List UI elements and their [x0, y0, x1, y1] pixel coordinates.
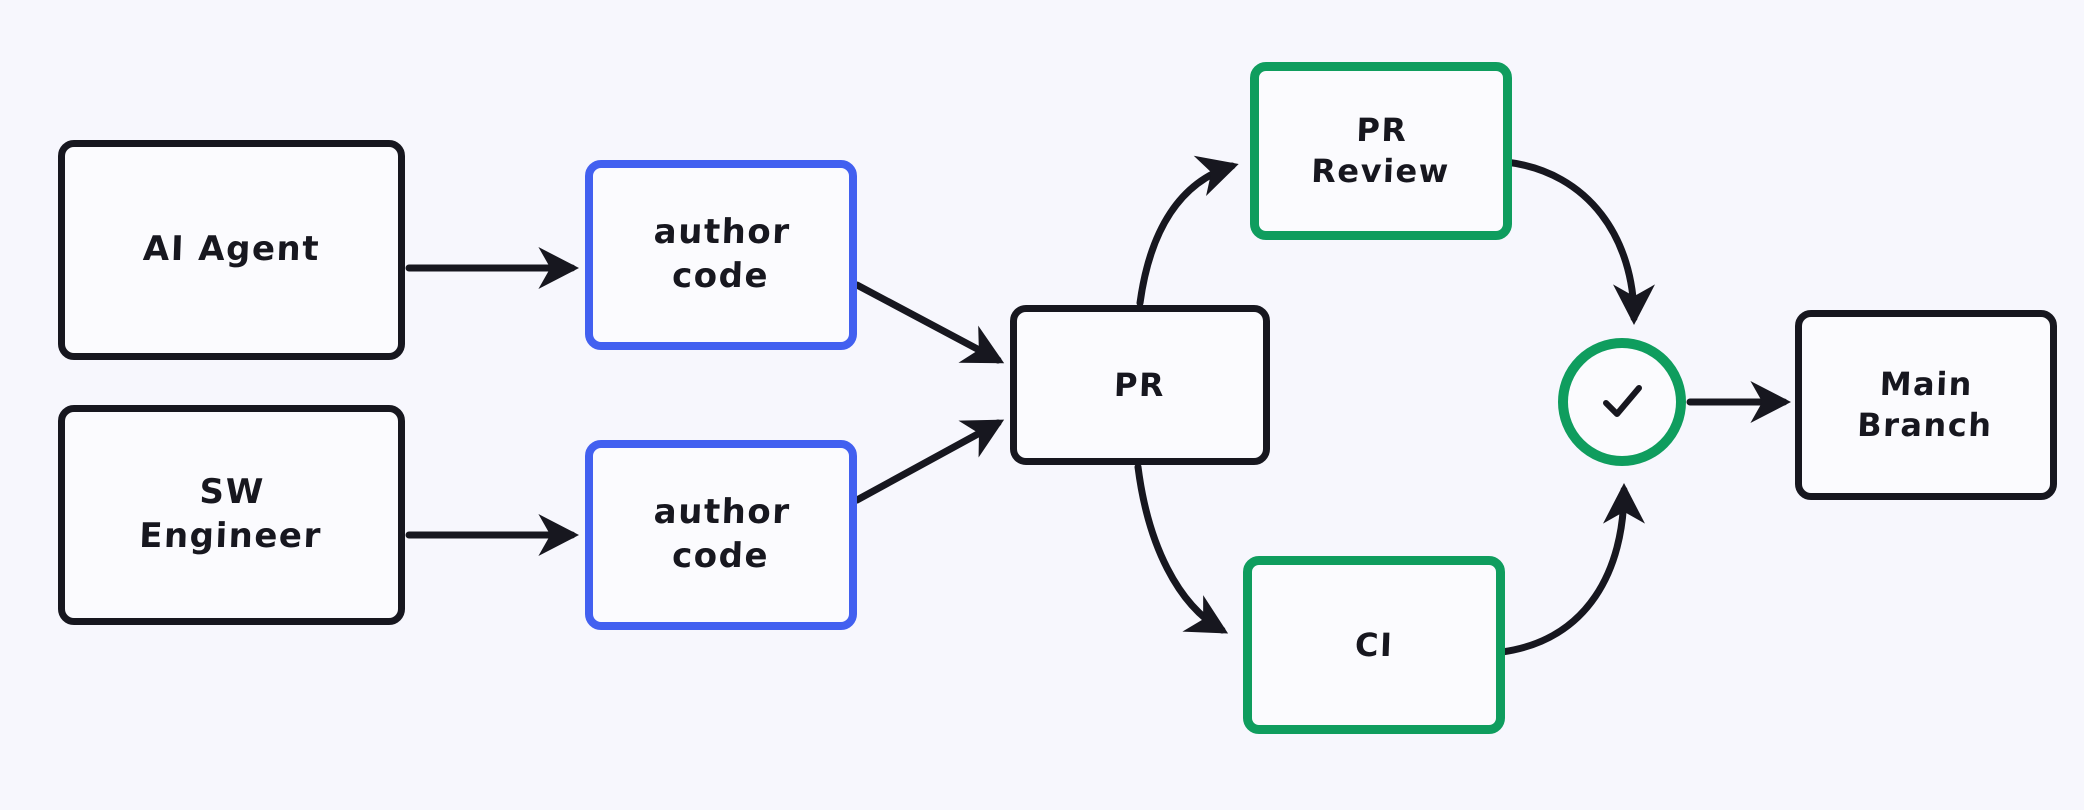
- node-ci-label: CI: [1354, 625, 1394, 664]
- node-author-code-top[interactable]: author code: [585, 160, 857, 350]
- node-ai-agent[interactable]: AI Agent: [58, 140, 405, 360]
- node-pr-review-label: PR Review: [1310, 111, 1451, 190]
- node-ci[interactable]: CI: [1243, 556, 1505, 734]
- edge-author-code-top-to-pr: [853, 281, 1005, 364]
- node-main-branch-label: Main Branch: [1856, 365, 1994, 444]
- edge-pr-to-pr-review: [1136, 155, 1239, 307]
- edge-author-code-bot-to-pr: [853, 419, 1005, 504]
- edge-pr-to-ci: [1134, 463, 1229, 634]
- node-main-branch[interactable]: Main Branch: [1795, 310, 2057, 500]
- node-pr-label: PR: [1113, 365, 1167, 404]
- edge-ci-to-check: [1498, 482, 1645, 656]
- check-icon: [1603, 385, 1642, 417]
- node-author-code-top-label: author code: [652, 212, 791, 296]
- node-ai-agent-label: AI Agent: [142, 229, 321, 270]
- node-approved-check[interactable]: [1558, 338, 1686, 466]
- node-sw-engineer-label: SW Engineer: [138, 472, 323, 556]
- node-pr[interactable]: PR: [1010, 305, 1270, 465]
- node-author-code-bottom-label: author code: [652, 492, 791, 576]
- edge-pr-review-to-check: [1502, 158, 1655, 326]
- node-author-code-bottom[interactable]: author code: [585, 440, 857, 630]
- node-sw-engineer[interactable]: SW Engineer: [58, 405, 405, 625]
- node-pr-review[interactable]: PR Review: [1250, 62, 1512, 240]
